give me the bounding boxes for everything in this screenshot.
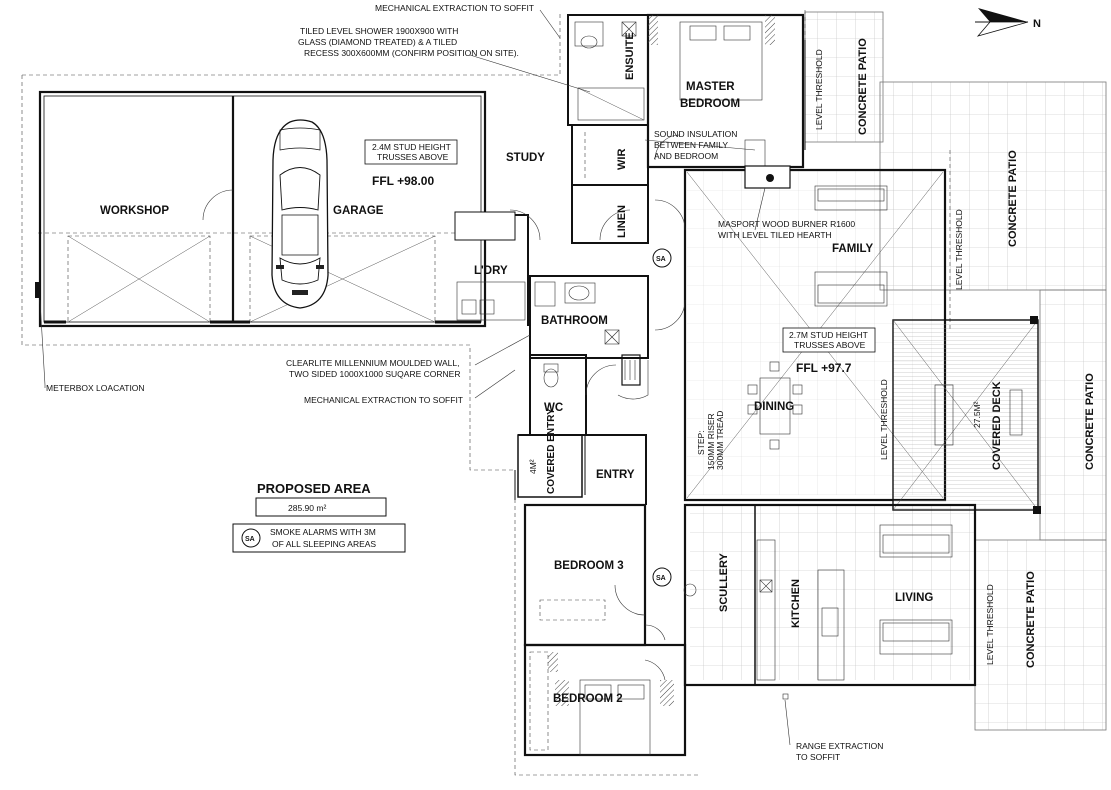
- note-step-3: 300MM TREAD: [715, 411, 725, 470]
- note-range-1: RANGE EXTRACTION: [796, 741, 883, 751]
- room-label-family: FAMILY: [832, 243, 873, 255]
- note-sound-1: SOUND INSULATION: [654, 129, 737, 139]
- room-label-kitchen: KITCHEN: [790, 579, 802, 628]
- note-threshold-deck: LEVEL THRESHOLD: [879, 379, 889, 460]
- patio-label-living: CONCRETE PATIO: [1025, 571, 1037, 668]
- note-shower-1: TILED LEVEL SHOWER 1900X900 WITH: [300, 26, 458, 36]
- north-arrow: [975, 8, 1029, 37]
- note-burner-1: MASPORT WOOD BURNER R1600: [718, 219, 855, 229]
- note-range-2: TO SOFFIT: [796, 752, 840, 762]
- family-dining: [654, 165, 947, 502]
- note-step-2: 150MM RISER: [706, 413, 716, 470]
- note-meterbox: METERBOX LOACATION: [46, 383, 145, 393]
- note-threshold-living: LEVEL THRESHOLD: [985, 584, 995, 665]
- note-garage-stud-1: 2.4M STUD HEIGHT: [372, 142, 451, 152]
- note-garage-stud-2: TRUSSES ABOVE: [377, 152, 449, 162]
- note-shower-3: RECESS 300X600MM (CONFIRM POSITION ON SI…: [304, 48, 519, 58]
- room-label-bedroom2: BEDROOM 2: [553, 693, 623, 705]
- north-wing-walls: [454, 13, 806, 326]
- entry-walls: [517, 434, 647, 505]
- room-label-living: LIVING: [895, 592, 933, 604]
- note-family-stud-2: TRUSSES ABOVE: [794, 340, 866, 350]
- legend-sa-symbol: SA: [245, 536, 255, 543]
- bathroom-walls: [529, 275, 649, 436]
- room-label-wc: WC: [544, 402, 563, 414]
- kitchen-living: [683, 503, 977, 687]
- sa-marker-bedroom3: SA: [656, 575, 666, 582]
- note-mech-top: MECHANICAL EXTRACTION TO SOFFIT: [375, 3, 534, 13]
- room-label-scullery: SCULLERY: [718, 552, 730, 612]
- room-label-entry: ENTRY: [596, 469, 635, 481]
- room-label-master-1: MASTER: [686, 81, 735, 93]
- room-label-garage: GARAGE: [333, 205, 384, 217]
- room-label-laundry: L'DRY: [474, 265, 508, 277]
- patio-label-east: CONCRETE PATIO: [1007, 150, 1019, 247]
- room-label-master-2: BEDROOM: [680, 98, 740, 110]
- note-sound-2: BETWEEN FAMILY: [654, 140, 728, 150]
- legend-area: 285.90 m²: [288, 503, 326, 513]
- sa-marker-family: SA: [656, 256, 666, 263]
- smoke-alarms: [652, 248, 672, 587]
- north-label: N: [1033, 18, 1041, 30]
- room-label-dining: DINING: [754, 401, 794, 413]
- note-sound-3: AND BEDROOM: [654, 151, 718, 161]
- patio-label-deck: CONCRETE PATIO: [1084, 373, 1096, 470]
- leader-lines: [39, 9, 791, 746]
- note-burner-2: WITH LEVEL TILED HEARTH: [718, 230, 832, 240]
- note-family-stud-1: 2.7M STUD HEIGHT: [789, 330, 868, 340]
- note-mech-mid: MECHANICAL EXTRACTION TO SOFFIT: [304, 395, 463, 405]
- room-label-bathroom: BATHROOM: [541, 315, 608, 327]
- note-family-ffl: FFL +97.7: [796, 361, 852, 375]
- car-illustration: [271, 119, 329, 309]
- note-clearlite-2: TWO SIDED 1000X1000 SUQARE CORNER: [289, 369, 460, 379]
- note-shower-2: GLASS (DIAMOND TREATED) & A TILED: [298, 37, 457, 47]
- legend-smoke-1: SMOKE ALARMS WITH 3M: [270, 527, 376, 537]
- note-entry-area: 4M²: [528, 459, 538, 474]
- note-threshold-master: LEVEL THRESHOLD: [814, 49, 824, 130]
- room-label-covered-deck: COVERED DECK: [991, 381, 1003, 470]
- room-label-study: STUDY: [506, 152, 545, 164]
- room-label-workshop: WORKSHOP: [100, 205, 169, 217]
- bedroom-walls: [514, 470, 687, 757]
- room-label-linen: LINEN: [616, 205, 628, 238]
- legend-title: PROPOSED AREA: [257, 481, 371, 496]
- note-threshold-family: LEVEL THRESHOLD: [954, 209, 964, 290]
- note-deck-area: 27.5M²: [972, 401, 982, 428]
- room-label-ensuite: ENSUITE: [624, 32, 636, 80]
- room-label-bedroom3: BEDROOM 3: [554, 560, 624, 572]
- legend-smoke-2: OF ALL SLEEPING AREAS: [272, 539, 376, 549]
- note-step-1: STEP:: [696, 430, 706, 455]
- covered-deck: [892, 316, 1041, 514]
- patio-label-top: CONCRETE PATIO: [857, 38, 869, 135]
- room-label-wir: WIR: [616, 149, 628, 170]
- room-label-covered-entry: COVERED ENTRY: [546, 408, 557, 494]
- note-clearlite-1: CLEARLITE MILLENNIUM MOULDED WALL,: [286, 358, 460, 368]
- note-garage-ffl: FFL +98.00: [372, 174, 434, 188]
